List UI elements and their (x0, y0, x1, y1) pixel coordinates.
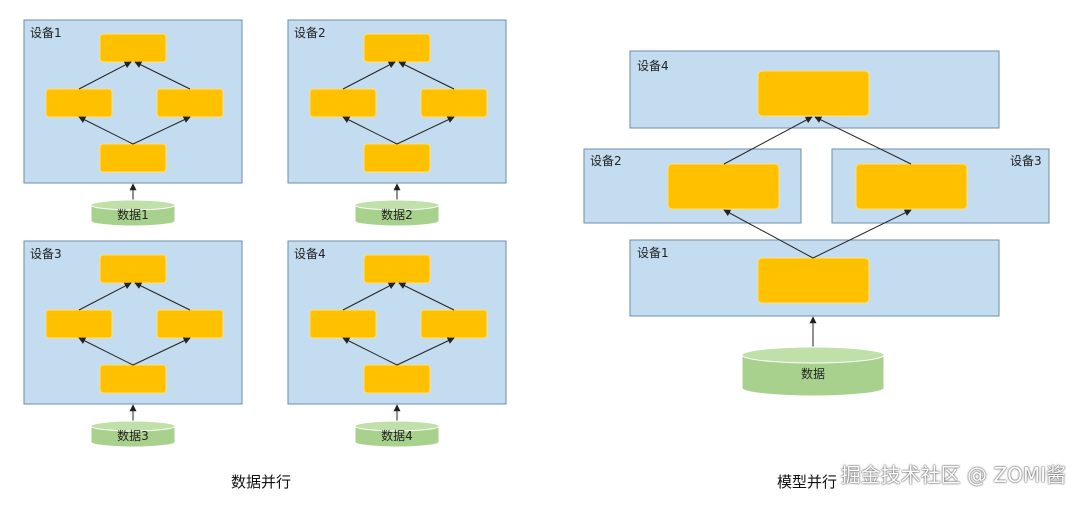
layer-node-right (855, 163, 968, 210)
edge-bottom-right (812, 209, 912, 259)
device-label: 设备4 (294, 247, 326, 261)
watermark-text: 掘金技术社区 @ ZOMI酱 (840, 463, 1066, 487)
layer-node-top (363, 33, 431, 63)
layer-node-left (45, 309, 113, 339)
data-label: 数据3 (117, 428, 149, 443)
edge-bottom-left (342, 116, 398, 145)
layer-node-right (420, 309, 488, 339)
data-cylinder: 数据4 (354, 420, 440, 448)
data-cylinder: 数据1 (90, 199, 176, 227)
layer-node-bottom (363, 143, 431, 173)
layer-node-bottom (363, 364, 431, 394)
layer-node-bottom (99, 143, 167, 173)
edge-left-top (723, 116, 813, 165)
edge-bottom-right (132, 116, 191, 145)
edge-bottom-right (396, 116, 455, 145)
data-label: 数据2 (381, 207, 413, 222)
layer-node-top (99, 33, 167, 63)
data-label: 数据4 (381, 428, 413, 443)
device-label: 设备2 (294, 26, 326, 40)
edge-right-top (134, 282, 191, 311)
device-label: 设备3 (30, 247, 62, 261)
edge-bottom-left (78, 337, 134, 366)
data-cylinder: 数据3 (90, 420, 176, 448)
device-label-top: 设备4 (637, 59, 669, 73)
edge-right-top (398, 282, 455, 311)
layer-node-right (420, 88, 488, 118)
edge-right-top (134, 61, 191, 90)
layer-node-left (45, 88, 113, 118)
layer-node-bottom (99, 364, 167, 394)
panel-device-3: 设备3 数据3 (23, 240, 243, 448)
layer-node-top (363, 254, 431, 284)
panel-device-2: 设备2 数据2 (287, 19, 507, 227)
layer-node-left (667, 163, 780, 210)
data-label: 数据1 (117, 207, 149, 222)
edge-right-top (814, 116, 912, 165)
device-label-left: 设备2 (590, 154, 622, 168)
device-label: 设备1 (30, 26, 62, 40)
panel-device-1: 设备1 数据1 (23, 19, 243, 227)
data-cylinder-model: 数据 (741, 346, 885, 397)
data-label-model: 数据 (801, 366, 825, 381)
edge-bottom-right (396, 337, 455, 366)
caption-model-parallel: 模型并行 (777, 473, 838, 491)
edge-left-top (342, 282, 396, 311)
layer-node-left (309, 309, 377, 339)
model-parallel-group: 设备4 设备2 设备3 设备1 数据 (583, 50, 1050, 397)
edge-bottom-right (132, 337, 191, 366)
data-parallel-group: 设备1 数据1 设备2 数据2 设备3 数据3 设备4 数据4 (23, 19, 507, 448)
layer-node-right (156, 88, 224, 118)
device-label-right: 设备3 (1010, 154, 1042, 168)
edge-left-top (78, 282, 132, 311)
layer-node-bottom (757, 257, 870, 304)
edge-right-top (398, 61, 455, 90)
data-cylinder: 数据2 (354, 199, 440, 227)
device-label-bottom: 设备1 (637, 246, 669, 260)
layer-node-top (99, 254, 167, 284)
layer-node-top (757, 70, 870, 117)
caption-data-parallel: 数据并行 (231, 473, 292, 491)
edge-left-top (342, 61, 396, 90)
edge-bottom-left (723, 209, 814, 259)
edge-bottom-left (78, 116, 134, 145)
panel-device-4: 设备4 数据4 (287, 240, 507, 448)
edge-bottom-left (342, 337, 398, 366)
layer-node-left (309, 88, 377, 118)
layer-node-right (156, 309, 224, 339)
edge-left-top (78, 61, 132, 90)
